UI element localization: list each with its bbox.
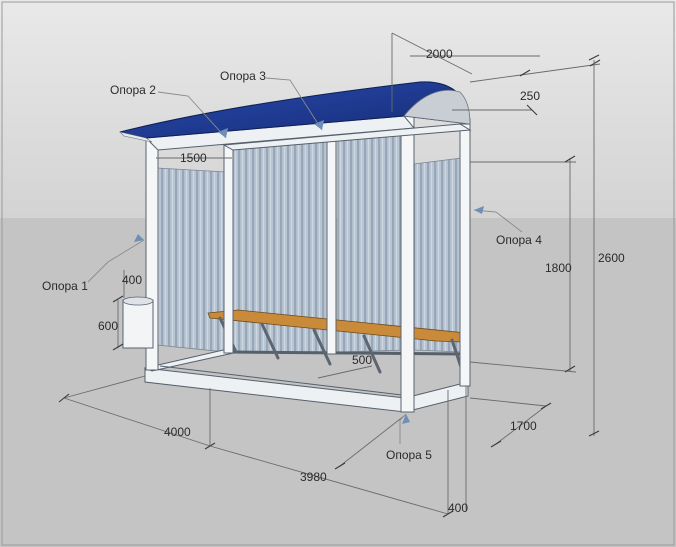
posts [144,115,472,413]
post-back-right [459,123,471,387]
bench-leg-3 [312,328,332,366]
base-inner-edge [159,365,411,397]
label-support-1: Опора 1 [42,279,88,293]
arrow-support-4 [474,206,484,214]
dim-ext-length-left [63,375,146,399]
dim-urn-top: 400 [122,273,142,287]
roof-end-cap [403,89,471,125]
dim-line-length-total [63,397,211,447]
dim-line-depth-top-diag [391,32,473,75]
bench-leg-4 [362,334,382,374]
dim-tick-inner [334,462,346,470]
dim-line-length-inner [209,445,449,515]
roof [119,81,471,143]
dim-tick-base-2 [540,402,552,410]
dim-base-offset: 400 [448,501,468,515]
label-support-3: Опора 3 [220,69,266,83]
dim-base-depth: 1700 [510,419,537,433]
dim-ext-inner-right [339,415,405,467]
dim-length-inner: 3980 [300,470,327,484]
left-side-panel [156,167,227,353]
post-back-middle [326,135,337,355]
dimension-lines: 2000 250 2600 1800 1500 400 600 500 4000… [58,32,625,518]
dim-side-width: 1500 [180,151,207,165]
dim-tick-height-top [588,54,600,61]
dim-ext-roof [469,63,601,83]
base-back-beam [231,350,463,356]
leader-support-1 [87,239,145,283]
dim-tick-base-1 [490,440,502,448]
label-support-5: Опора 5 [386,448,432,462]
dim-bench-depth: 500 [352,353,372,367]
back-panel-middle [337,132,411,353]
dim-ext-base-depth [469,397,547,407]
label-support-4: Опора 4 [496,233,542,247]
dim-tick-overhang [526,104,538,116]
dim-tick-urn-2 [112,343,124,351]
base-frame [143,347,469,413]
roof-front-edge [119,131,153,143]
dim-wall-height: 1800 [545,261,572,275]
dim-tick-roof-2 [589,59,601,67]
leader-support-2 [157,91,227,139]
leader-support-5 [399,413,407,444]
leader-support-3 [265,77,323,131]
arrow-support-3 [314,120,324,130]
dim-tick-wall-bottom [564,365,576,373]
dim-urn-height: 600 [98,319,118,333]
dim-tick-roof-1 [519,69,531,77]
dim-line-base-depth [495,405,547,445]
arrow-support-1 [134,234,144,242]
dim-total-height: 2600 [598,251,625,265]
urn-body [122,299,154,349]
post-back-left [223,144,234,354]
dim-tick-urn-1 [112,295,124,303]
urn-top [122,296,154,306]
dim-tick-wall-top [564,155,576,163]
dim-length-total: 4000 [164,425,191,439]
dim-overhang: 250 [520,89,540,103]
dim-tick-offset [442,510,454,518]
post-front-right [400,115,415,413]
trash-urn [122,296,154,349]
arrow-support-2 [218,128,228,138]
bench-leg-2 [260,322,280,360]
dim-tick-height-bottom [588,430,600,437]
dim-tick-length-1 [58,393,70,403]
support-labels: Опора 2 Опора 3 Опора 1 Опора 4 Опора 5 [42,69,542,462]
back-panel-right [413,157,463,353]
back-wall [231,132,463,353]
dim-ext-wall-bottom [469,361,577,373]
top-back-beam [222,123,472,151]
dim-depth-top: 2000 [426,47,453,61]
arrow-support-5 [402,414,410,424]
dim-line-bench-depth [317,365,373,379]
label-support-2: Опора 2 [110,83,156,97]
